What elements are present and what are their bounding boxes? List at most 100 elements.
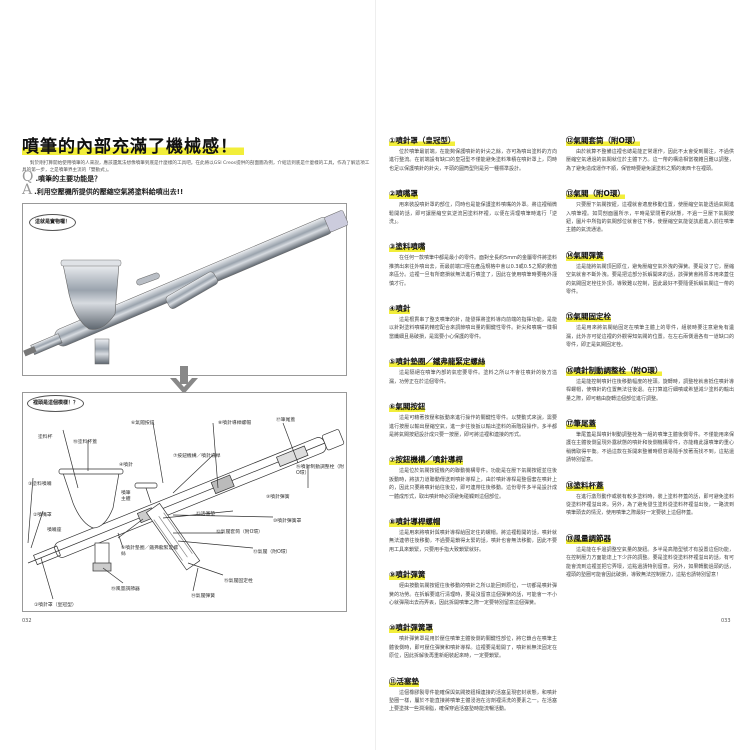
part-section: ⑦按鈕機構／噴針導桿這是位於氣閥按鈕機內的聯動機構零件。功能是在壓下氣閥按鈕並往… (389, 447, 557, 501)
label-paint-nozzle: ③塗料噴嘴 (28, 482, 52, 487)
label-valve-spring: ⑭氣閥彈簧 (191, 594, 215, 599)
label-air-adjuster: ⑲風量調節器 (111, 587, 140, 592)
part-description: 用來裝設噴針罩的部位，同時也是能保護塗料噴嘴的外罩。將這裡稍微鬆開的話，即可讓壓… (389, 202, 557, 226)
label-valve-plug: ⑮氣閥固定栓 (224, 579, 253, 584)
label-paint-cup: 塗料杯 (38, 435, 53, 440)
parts-column-1: ①噴針罩（皇冠型） 位於噴筆最前端，在能夠保護噴針的針尖之餘，亦可為噴出塗料的方向… (389, 128, 557, 722)
label-needle-chucking-nut: ⑧噴針導桿螺帽 (218, 421, 252, 426)
part-description: 這是可藉著按壓和扳動來進行操作的關鍵性零件。以雙動式來說，需要進行按壓以輸出壓縮… (389, 415, 557, 438)
part-description: 噴針彈簧罩是用於壓住噴筆主體後側的關鍵性部位，將它鎖合在噴筆主體後側時，即可壓住… (389, 636, 557, 660)
part-description: 這是能將氣閥頂回原位，避免壓縮空氣外洩的彈簧。要是沒了它，壓縮空氣就會不斷外洩。… (566, 263, 734, 296)
label-nozzle-cap: ②噴嘴罩 (33, 513, 52, 518)
label-needle: ④噴針 (119, 463, 133, 468)
part-description: 這是位於氣閥按鈕機內的聯動機構零件。功能是在壓下氣閥按鈕並往後扳動時，將該力道聯… (389, 468, 557, 500)
part-heading: ⑮氣閥固定栓 (566, 311, 611, 323)
part-heading: ⑲風量調節器 (566, 532, 611, 544)
part-heading: ⑯噴針制動調整栓（附O環） (566, 364, 663, 376)
part-section: ①噴針罩（皇冠型） 位於噴筆最前端，在能夠保護噴針的針尖之餘，亦可為噴出塗料的方向… (389, 128, 557, 173)
airbrush-cutaway-illustration (27, 422, 345, 600)
part-section: ③塗料噴嘴在任何一款噴筆中都是最小的零件。面對全長約5mm的金屬零件將塗料推擠出… (389, 234, 557, 288)
part-description: 這是根貫串了整支噴筆的針，能發揮將塗料導向前端的指揮功能，是能以針對塗料噴嘴的精… (389, 317, 557, 340)
label-needle-cap: ①噴針罩（皇冠型） (34, 603, 77, 608)
label-needle-spring: ⑨噴針彈簧 (266, 495, 290, 500)
part-section: ⑬氣閥（附O環） 只要壓下氣閥按鈕，這裡就會適度移動位置，使壓縮空氣能透過氣閥進入… (566, 181, 734, 235)
part-description: 這是用來將氣閥給固定在噴筆主體上的零件，組裝時要注意避免有遺漏，此外亦可從這裡的… (566, 325, 734, 349)
label-needle-stop-adjuster: ⑯噴針制動調整栓（附O環） (296, 465, 344, 476)
part-description: 經由按動氣閥按鈕往後移動的噴針之所以能回到原位，一切都是噴針彈簧的功勞。在拆解要… (389, 583, 557, 606)
label-air-valve-button: ⑥氣閥按鈕 (131, 421, 155, 426)
part-section: ②噴嘴罩用來裝設噴針罩的部位，同時也是能保護塗料噴嘴的外罩。將這裡稍微鬆開的話，… (389, 181, 557, 226)
part-description: 由於就算不整備這裡也總是能正常運作，因此不太會受到關注，不過供壓縮空氣通過的氣閥… (566, 149, 734, 172)
part-description: 這是隔絕在噴筆內部的氣密要零件。塗料之所以不會往噴針的後方溢漏，功勞正在於這個零… (389, 370, 557, 385)
label-button-mechanism: ⑦按鈕機構／噴針導桿 (173, 454, 221, 459)
part-section: ⑰筆尾蓋筆尾蓋是與噴針制動調整栓為一組的噴筆主體後側零件。不僅能用來保護在主體後… (566, 411, 734, 465)
part-section: ⑪活塞墊這個橡膠製零件能確保與氣閥按鈕相連接的活塞呈現密封狀態，和噴針墊圈一樣，… (389, 669, 557, 714)
part-description: 在進行激烈動作或裝有較多塗料時，裝上塗料杯蓋的話，即可避免塗料從塗料杯裡溢出來。… (566, 493, 734, 517)
part-heading: ⑦按鈕機構／噴針導桿 (389, 454, 463, 466)
part-heading: ⑰筆尾蓋 (566, 417, 596, 429)
part-heading: ③塗料噴嘴 (389, 241, 426, 253)
part-section: ⑱塗料杯蓋在進行激烈動作或裝有較多塗料時，裝上塗料杯蓋的話，即可避免塗料從塗料杯… (566, 473, 734, 518)
part-heading: ④噴針 (389, 303, 411, 315)
part-description: 筆尾蓋是與噴針制動調整栓為一組的噴筆主體後側零件。不僅能用來保護在主體後側呈現外… (566, 431, 734, 464)
part-heading: ⑨噴針彈簧 (389, 569, 426, 581)
part-description: 在任何一款噴筆中都是最小的零件。面對全長約5mm的金屬零件將塗料推擠出來往外噴出… (389, 255, 557, 287)
part-heading: ⑭氣閥彈簧 (566, 249, 604, 261)
diagram-speech-bubble: 裡頭是這個模樣！？ (27, 395, 85, 412)
label-tail-cap: ⑰筆尾蓋 (276, 418, 296, 423)
page-title: 噴筆的內部充滿了機械感！ (22, 132, 244, 157)
a-mark: A (22, 182, 33, 198)
part-description: 這是用來將噴針與噴針導桿給固定住的螺帽。將這裡鬆開的話，噴針就無法連帶往後移動，… (389, 529, 557, 553)
right-page: ①噴針罩（皇冠型） 位於噴筆最前端，在能夠保護噴針的針尖之餘，亦可為噴出塗料的方向… (375, 0, 750, 750)
part-heading: ②噴嘴罩 (389, 188, 418, 200)
answer: A.利用空壓機所提供的壓縮空氣將塗料給噴出去!! (22, 182, 184, 198)
label-spring-cover: ⑩噴針彈簧罩 (273, 519, 302, 524)
question-text: 噴筆的主要功能是？ (38, 175, 102, 183)
part-heading: ⑱塗料杯蓋 (566, 479, 604, 491)
cutaway-diagram: 裡頭是這個模樣！？ 塗料杯 ⑱塗料杯蓋 ⑥氣閥按鈕 ⑦按鈕機構／噴針導桿 ④噴針… (22, 392, 347, 612)
label-needle-washer: ⑤噴針墊圈／鐵弗龍緊定螺絲 (121, 546, 179, 557)
intro-paragraph: 對於剛打算開始使用噴筆的人來說，應該還無法想像噴筆到底是什麼樣的工具吧。在此將以… (22, 161, 370, 173)
part-section: ⑯噴針制動調整栓（附O環） 這是能控制噴針往後移動幅度的栓頭。旋轉時，調整栓就會抵… (566, 358, 734, 403)
part-section: ⑨噴針彈簧經由按動氣閥按鈕往後移動的噴針之所以能回到原位，一切都是噴針彈簧的功勞… (389, 562, 557, 607)
part-section: ④噴針這是根貫串了整支噴筆的針，能發揮將塗料導向前端的指揮功能，是能以針對塗料噴… (389, 296, 557, 341)
part-description: 這個橡膠製零件能確保與氣閥按鈕相連接的活塞呈現密封狀態，和噴針墊圈一樣，屬於不能… (389, 689, 557, 713)
part-description: 這是能在手邊調整空氣量的旋鈕。多半是高階型號才有設置這個功能，在控制壓力方面能達… (566, 546, 734, 578)
part-heading: ⑬氣閥（附O環） (566, 188, 625, 200)
label-body: 噴筆主體 (121, 491, 131, 502)
airbrush-photo: 這就是實物囉！ (22, 203, 349, 376)
part-heading: ①噴針罩（皇冠型） (389, 135, 456, 146)
part-section: ⑲風量調節器這是能在手邊調整空氣量的旋鈕。多半是高階型號才有設置這個功能，在控制… (566, 526, 734, 580)
q-mark: Q (22, 169, 34, 185)
part-description: 這是能控制噴針往後移動幅度的栓頭。旋轉時，調整栓就會抵住噴針導桿螺帽，使噴針的位… (566, 378, 734, 402)
part-description: 位於噴筆最前端，在能夠保護噴針的針尖之餘，亦可為噴出塗料的方向進行整流。在前端設… (389, 149, 557, 172)
part-heading: ⑫氣閥套筒（附O環） (566, 135, 640, 146)
part-heading: ⑥氣閥按鈕 (389, 401, 426, 413)
part-section: ⑧噴針導桿螺帽這是用來將噴針與噴針導桿給固定住的螺帽。將這裡鬆開的話，噴針就無法… (389, 509, 557, 554)
part-section: ⑮氣閥固定栓這是用來將氣閥給固定在噴筆主體上的零件，組裝時要注意避免有遺漏，此外… (566, 304, 734, 349)
part-section: ⑩噴針彈簧罩噴針彈簧罩是用於壓住噴筆主體後側的關鍵性部位，將它鎖合在噴筆主體後側… (389, 615, 557, 660)
part-section: ⑫氣閥套筒（附O環） 由於就算不整備這裡也總是能正常運作，因此不太會受到關注，不過… (566, 128, 734, 173)
part-section: ⑥氣閥按鈕這是可藉著按壓和扳動來進行操作的關鍵性零件。以雙動式來說，需要進行按壓… (389, 394, 557, 439)
airbrush-photo-illustration (23, 210, 349, 365)
question: Q.噴筆的主要功能是？ (22, 169, 102, 185)
label-valve-sleeve: ⑫氣閥套筒（附O環） (216, 530, 263, 535)
part-heading: ⑩噴針彈簧罩 (389, 622, 433, 634)
label-air-valve: ⑬氣閥（附O環） (253, 550, 291, 555)
label-nozzle-seat: 噴嘴座 (47, 528, 62, 533)
page-number-right: 033 (721, 618, 731, 624)
label-piston-seal: ⑪活塞墊 (196, 512, 216, 517)
label-cup-lid: ⑱塗料杯蓋 (73, 440, 97, 445)
answer-text: 利用空壓機所提供的壓縮空氣將塗料給噴出去!! (36, 188, 184, 196)
down-arrow-icon (170, 366, 198, 394)
part-description: 只要壓下氣閥按鈕，這裡就會適度移動位置，使壓縮空氣能透過氣閥進入噴筆裡。如同剖面… (566, 202, 734, 234)
page-number-left: 032 (22, 618, 32, 624)
parts-column-2: ⑫氣閥套筒（附O環） 由於就算不整備這裡也總是能正常運作，因此不太會受到關注，不過… (566, 128, 734, 587)
part-heading: ⑪活塞墊 (389, 675, 419, 687)
left-page: 噴筆的內部充滿了機械感！ 對於剛打算開始使用噴筆的人來說，應該還無法想像噴筆到底… (22, 132, 370, 624)
part-heading: ⑧噴針導桿螺帽 (389, 515, 441, 527)
photo-speech-bubble: 這就是實物囉！ (29, 214, 77, 231)
part-section: ⑤噴針墊圈／鐵弗龍緊定螺絲這是隔絕在噴筆內部的氣密要零件。塗料之所以不會往噴針的… (389, 349, 557, 386)
part-section: ⑭氣閥彈簧這是能將氣閥頂回原位，避免壓縮空氣外洩的彈簧。要是沒了它，壓縮空氣就會… (566, 243, 734, 297)
part-heading: ⑤噴針墊圈／鐵弗龍緊定螺絲 (389, 356, 486, 368)
